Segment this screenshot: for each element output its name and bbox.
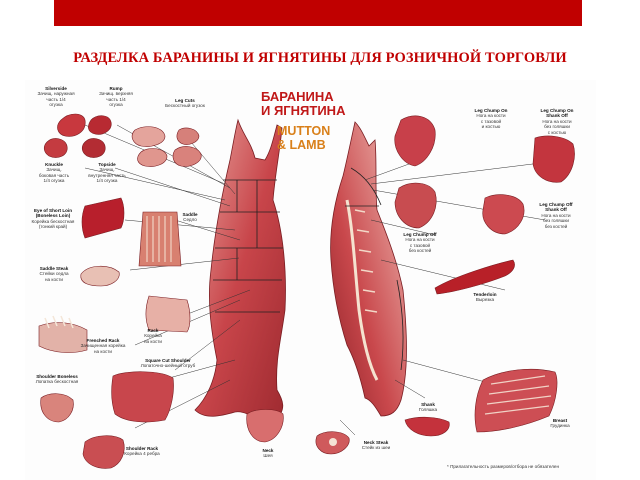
poster-footnote: * Прилагательность размеров/отбора не об… [447, 464, 560, 469]
meat-cuts-poster: БАРАНИНА И ЯГНЯТИНА MUTTON & LAMB Silver… [25, 80, 596, 480]
top-accent-bar [54, 0, 582, 26]
label-eye-short-loin: Eye of Short Loin (Boneless Loin)Корейка… [31, 208, 75, 230]
poster-title-ru: БАРАНИНА И ЯГНЯТИНА [261, 89, 346, 118]
carcass-illustration [38, 113, 575, 469]
carcass-left [194, 118, 286, 421]
carcass-right [330, 121, 407, 417]
poster-title-en: MUTTON & LAMB [277, 124, 331, 152]
cut-images-right [394, 115, 575, 437]
slide-heading: РАЗДЕЛКА БАРАНИНЫ И ЯГНЯТИНЫ ДЛЯ РОЗНИЧН… [73, 50, 567, 66]
cut-images-left [38, 113, 350, 469]
